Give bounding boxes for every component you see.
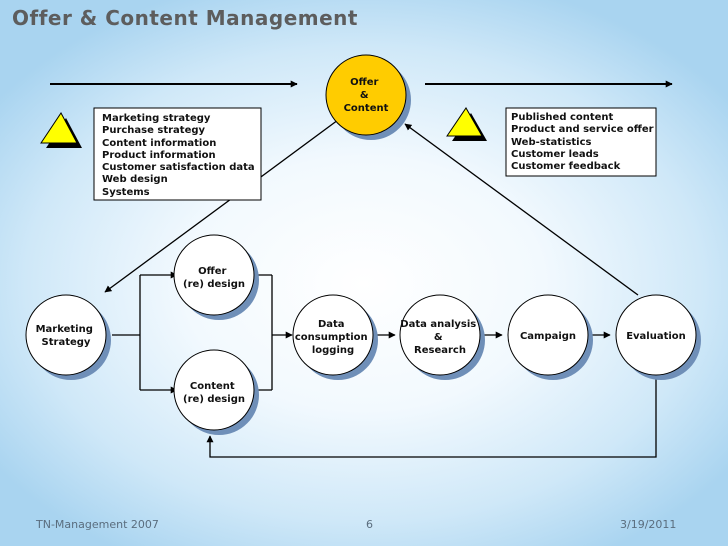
label-evaluation: Evaluation (626, 331, 686, 342)
left-box-list: Marketing strategy Purchase strategy Con… (102, 113, 255, 199)
page-title: Offer & Content Management (12, 6, 358, 30)
list-item: Customer feedback (511, 161, 621, 173)
list-item: Web design (102, 174, 168, 186)
list-item: Content information (102, 137, 217, 149)
node-offer-redesign (173, 234, 259, 320)
node-offer-content (325, 54, 411, 140)
right-info-box (505, 107, 657, 177)
arrow-evaluation-feedback-loop (206, 373, 657, 458)
label-data-consumption-logging: Data consumption logging (295, 319, 371, 356)
list-item: Customer satisfaction data (102, 162, 255, 174)
label-content-redesign: Content (re) design (183, 381, 245, 405)
list-item: Systems (102, 186, 150, 198)
warning-triangle-icon-left (40, 112, 82, 148)
footer-date: 3/19/2011 (620, 518, 677, 531)
list-item: Published content (511, 112, 614, 123)
list-item: Purchase strategy (102, 125, 206, 137)
node-marketing-strategy (25, 294, 111, 380)
label-data-analysis-research: Data analysis & Research (400, 319, 479, 356)
label-campaign: Campaign (520, 331, 576, 342)
node-evaluation (615, 294, 701, 380)
footer-left-text: TN-Management 2007 (36, 518, 159, 531)
label-marketing-strategy: Marketing Strategy (36, 324, 97, 348)
list-item: Customer leads (511, 148, 599, 160)
arrow-offer-to-marketing (104, 119, 339, 293)
label-offer-content: Offer & Content (344, 77, 389, 114)
arrow-evaluation-to-offer (404, 123, 639, 296)
node-content-redesign (173, 349, 259, 435)
list-item: Marketing strategy (102, 113, 211, 124)
node-data-analysis-research (399, 294, 485, 380)
footer-page-number: 6 (366, 518, 373, 531)
right-box-list: Published content Product and service of… (511, 112, 654, 173)
warning-triangle-icon-right (446, 107, 487, 141)
left-info-box (93, 107, 262, 201)
list-item: Product information (102, 149, 216, 161)
node-data-consumption-logging (292, 294, 378, 380)
node-campaign (507, 294, 593, 380)
list-item: Web-statistics (511, 136, 592, 148)
label-offer-redesign: Offer (re) design (183, 266, 245, 290)
list-item: Product and service offer (511, 124, 654, 136)
